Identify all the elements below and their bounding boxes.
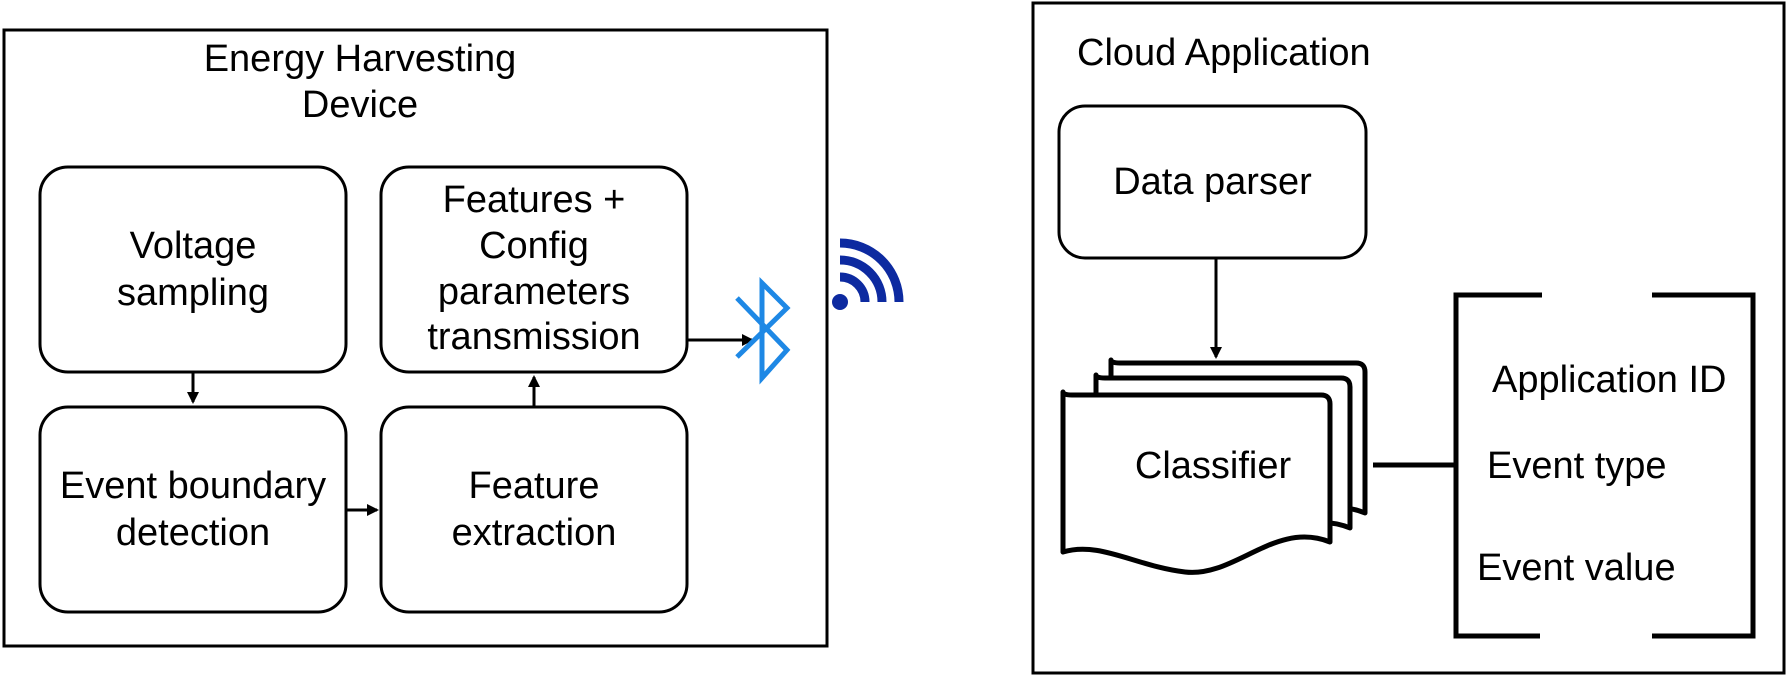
transmission-box — [379, 165, 689, 374]
output-application-id: Application ID — [1492, 358, 1727, 401]
bluetooth-icon — [735, 276, 791, 385]
event-boundary-label: Event boundary detection — [59, 465, 327, 554]
wireless-signal-icon — [832, 238, 904, 310]
classifier-label: Classifier — [1134, 444, 1292, 487]
cloud-title: Cloud Application — [1077, 31, 1371, 74]
data-parser-box — [1057, 104, 1368, 260]
output-event-type: Event type — [1487, 444, 1667, 487]
device-container — [2, 28, 829, 648]
output-event-value: Event value — [1477, 546, 1676, 589]
device-title: Energy Harvesting Device — [203, 37, 517, 126]
feature-extraction-label: Feature extraction — [451, 465, 617, 554]
data-parser-label: Data parser — [1113, 160, 1312, 203]
transmission-label: Features + Config parameters transmissio… — [427, 179, 641, 359]
voltage-sampling-label: Voltage sampling — [116, 225, 270, 314]
cloud-container — [1031, 1, 1786, 675]
classifier-stack — [1060, 357, 1368, 575]
outputs-bracket — [1453, 292, 1756, 639]
